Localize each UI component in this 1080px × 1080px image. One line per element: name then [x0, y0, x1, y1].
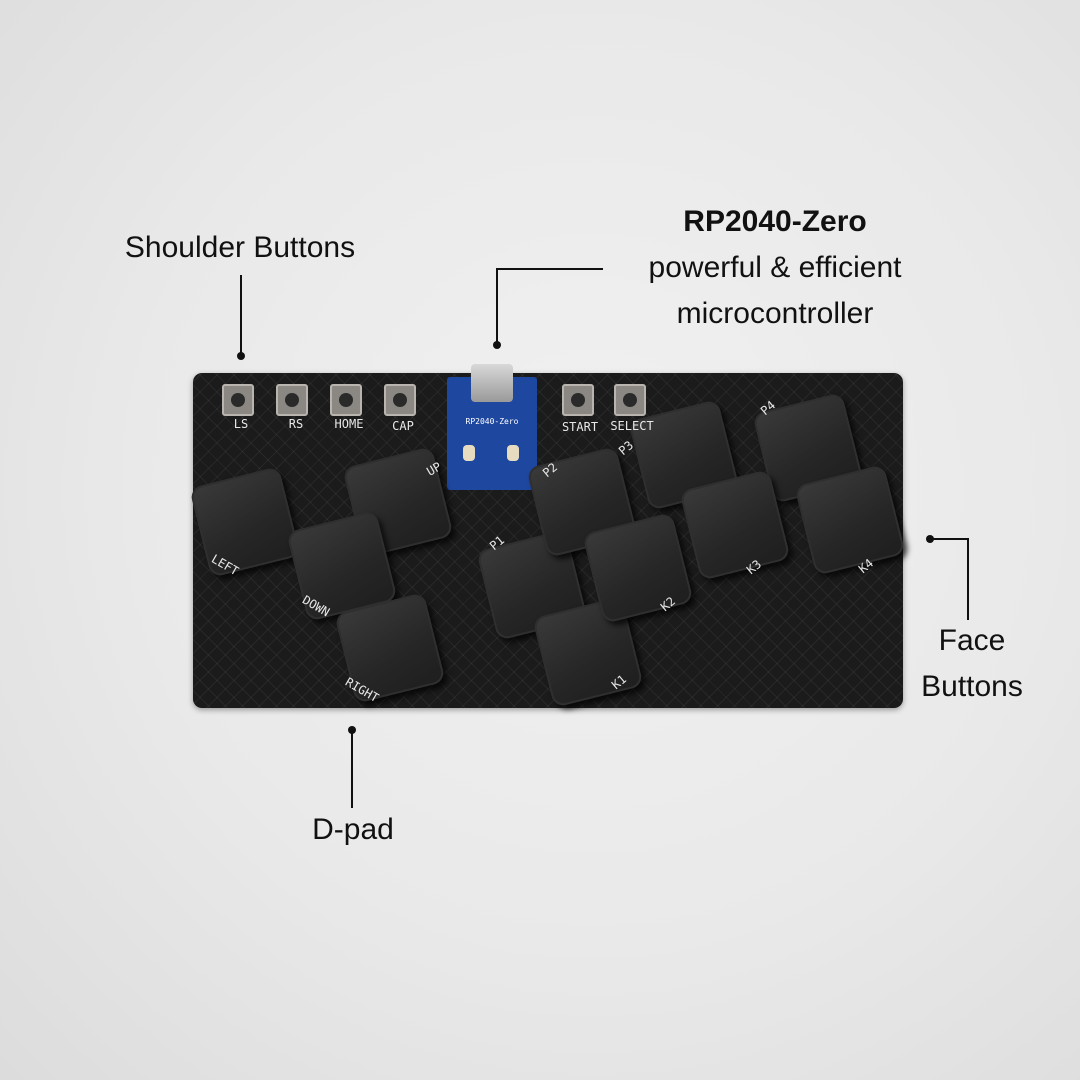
dpad-leader-line — [351, 730, 353, 808]
shoulder-leader-dot — [237, 352, 245, 360]
cap-label: CAP — [392, 419, 414, 433]
face-buttons-label-1: Face — [938, 624, 1006, 657]
start-button[interactable] — [562, 384, 594, 416]
home-button[interactable] — [330, 384, 362, 416]
capture-button[interactable] — [384, 384, 416, 416]
select-label: SELECT — [610, 419, 654, 433]
mcu-title-label: RP2040-Zero — [683, 205, 867, 238]
rp2040-zero-board: RP2040-Zero — [447, 377, 537, 490]
select-button[interactable] — [614, 384, 646, 416]
rs-label: RS — [288, 417, 304, 431]
ls-button[interactable] — [222, 384, 254, 416]
dpad-leader-dot — [348, 726, 356, 734]
shoulder-buttons-label: Shoulder Buttons — [124, 231, 356, 264]
mcu-desc-line2: microcontroller — [676, 297, 874, 330]
face-leader-dot — [926, 535, 934, 543]
rs-button[interactable] — [276, 384, 308, 416]
ls-label: LS — [233, 417, 249, 431]
mcu-leader-line-h — [496, 268, 603, 270]
face-leader-line-v — [967, 538, 969, 620]
start-label: START — [561, 420, 599, 434]
boot-button[interactable] — [463, 445, 475, 461]
mcu-leader-dot — [493, 341, 501, 349]
mcu-leader-line-v — [496, 268, 498, 344]
face-leader-line-h — [930, 538, 969, 540]
reset-button[interactable] — [507, 445, 519, 461]
mcu-silk-label: RP2040-Zero — [465, 417, 519, 426]
face-buttons-label-2: Buttons — [921, 670, 1023, 703]
home-label: HOME — [334, 417, 364, 431]
usb-c-port — [471, 364, 513, 402]
mcu-desc-line1: powerful & efficient — [648, 251, 902, 284]
shoulder-leader-line — [240, 275, 242, 355]
dpad-label: D-pad — [312, 813, 394, 846]
